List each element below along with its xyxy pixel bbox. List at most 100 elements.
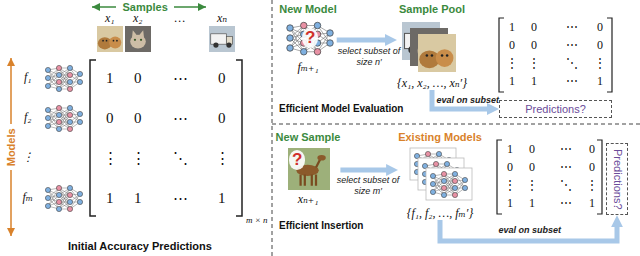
matrix-cell: 0: [597, 39, 603, 53]
matrix-cell: 0: [218, 70, 226, 87]
deer-photo: [288, 148, 330, 190]
axis-arrow: [174, 6, 206, 8]
group-heading: Existing Models: [398, 130, 482, 144]
model-label: f₁: [24, 71, 32, 85]
matrix-cell: 1: [106, 70, 114, 87]
edge-label: select subset of size n′: [337, 46, 401, 68]
matrix-cell: ⋮: [586, 179, 598, 193]
matrix-bracket: [90, 60, 242, 216]
network-icon: [287, 22, 334, 55]
network-icon: [430, 171, 467, 197]
set-label: {x₁, x₂, …, xₙ′}: [397, 76, 467, 90]
matrix-cell: ⋱: [560, 179, 572, 193]
truck-photo: [209, 26, 235, 52]
matrix-cell: 0: [507, 161, 513, 175]
matrix-cell: ⋯: [566, 39, 578, 53]
matrix-cell: ⋮: [131, 150, 146, 167]
matrix-cell: 1: [589, 197, 595, 211]
matrix-cell: 1: [531, 75, 537, 89]
matrix-cell: 0: [529, 161, 535, 175]
panel-caption: Efficient Model Evaluation: [279, 103, 403, 115]
matrix-cell: ⋯: [560, 197, 572, 211]
matrix-cell: 1: [507, 143, 513, 157]
edge-label: select subset of size m′: [336, 175, 400, 197]
edge-label: eval on subset: [437, 95, 500, 106]
matrix-cell: ⋮: [594, 57, 606, 71]
matrix-cell: ⋯: [560, 161, 572, 175]
network-icon: [45, 105, 82, 131]
matrix-cell: 0: [589, 143, 595, 157]
matrix-cell: 0: [531, 21, 537, 35]
panel-divider: [272, 0, 273, 256]
matrix-cell: ⋯: [173, 190, 188, 207]
model-label: f₂: [24, 111, 32, 125]
set-label: xₙ₊₁: [276, 192, 341, 206]
matrix-cell: ⋮: [215, 150, 230, 167]
unknown-mark: ?: [289, 150, 305, 170]
model-label: ⋮: [22, 151, 34, 165]
matrix-cell: ⋯: [566, 21, 578, 35]
matrix-cell: 1: [106, 190, 114, 207]
matrix-cell: ⋮: [504, 179, 516, 193]
matrix-cell: ⋯: [173, 70, 188, 87]
sample-label: xₙ: [217, 12, 227, 26]
matrix-cell: 0: [134, 110, 142, 127]
panel-divider: [272, 124, 640, 125]
matrix-cell: ⋯: [566, 75, 578, 89]
matrix-bracket: [497, 140, 602, 214]
flow-arrow: [337, 38, 389, 43]
sample-label: x₁: [105, 12, 115, 26]
matrix-cell: 0: [597, 21, 603, 35]
matrix-cell: 0: [106, 110, 114, 127]
matrix-cell: 1: [509, 21, 515, 35]
matrix-cell: ⋱: [173, 150, 188, 167]
model-label: fₘ: [23, 191, 34, 205]
matrix-cell: ⋮: [506, 57, 518, 71]
network-icon: [45, 185, 82, 211]
sample-label: x₂: [133, 12, 143, 26]
matrix-cell: 0: [531, 39, 537, 53]
axis-title: Models: [5, 128, 18, 166]
flow-arrow: [440, 220, 617, 241]
prediction-box: Predictions?: [606, 143, 628, 216]
panel-caption: Initial Accuracy Predictions: [68, 240, 212, 253]
matrix-cell: ⋮: [526, 179, 538, 193]
flow-arrow: [340, 168, 390, 173]
panel-caption: Efficient Insertion: [279, 220, 363, 232]
matrix-cell: 0: [509, 39, 515, 53]
group-node: Existing Models {f₁, f₂, …, fₘ′}: [398, 130, 482, 220]
matrix-cell: 0: [134, 70, 142, 87]
matrix-cell: ⋯: [560, 143, 572, 157]
network-icon: [45, 65, 82, 91]
sample-label: …: [175, 12, 186, 26]
matrix-cell: 1: [509, 75, 515, 89]
matrix-cell: 0: [529, 143, 535, 157]
matrix-cell: ⋯: [173, 110, 188, 127]
model-card: [426, 168, 472, 200]
set-label: {f₁, f₂, …, fₘ′}: [398, 206, 482, 220]
dog-photo: [418, 34, 456, 72]
matrix-cell: ⋮: [103, 150, 118, 167]
matrix-cell: 1: [507, 197, 513, 211]
group-heading: New Model: [279, 2, 336, 16]
group-node: Sample Pool{x₁, x₂, …, xₙ′}: [397, 2, 467, 90]
dog-photo: [97, 26, 123, 52]
matrix-cell: 0: [218, 110, 226, 127]
axis-arrow: [10, 170, 12, 236]
group-heading: New Sample: [276, 130, 341, 144]
prediction-box: Predictions?: [499, 100, 612, 118]
group-node: New Sample xₙ₊₁: [276, 130, 341, 206]
axis-title: Samples: [123, 1, 168, 14]
matrix-cell: 1: [134, 190, 142, 207]
matrix-cell: 0: [589, 161, 595, 175]
matrix-size: m × n: [246, 215, 268, 225]
edge-label: eval on subset: [499, 225, 562, 236]
matrix-cell: ⋱: [566, 57, 578, 71]
unknown-mark: ?: [302, 28, 318, 48]
matrix-bracket: [499, 18, 612, 92]
cat-photo: [125, 26, 151, 52]
